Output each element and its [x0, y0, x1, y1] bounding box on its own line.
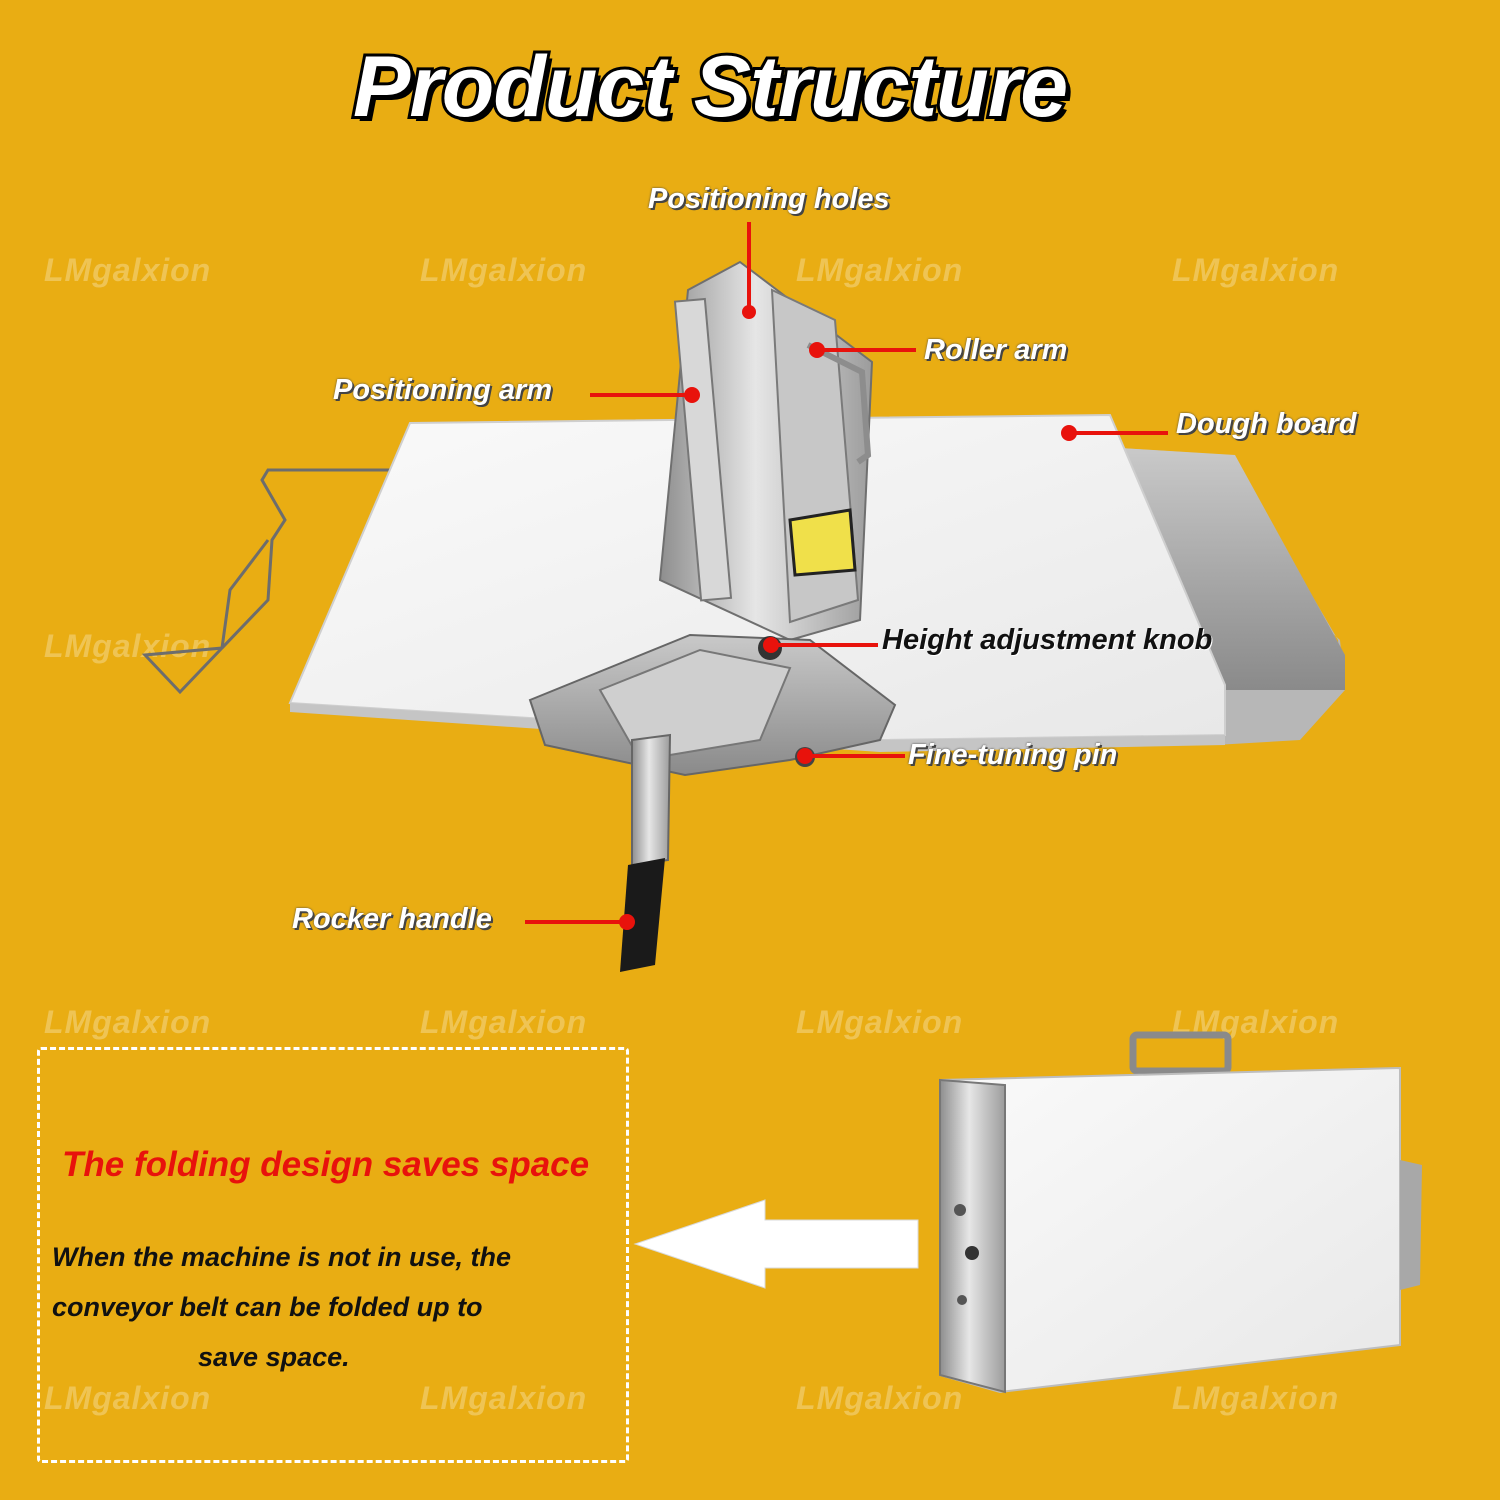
pointer-lines — [525, 222, 1168, 930]
watermark: LMgalxion — [420, 1004, 588, 1040]
watermark: LMgalxion — [420, 252, 588, 288]
watermark: LMgalxion — [44, 1380, 212, 1416]
callout-fine-tuning-pin: Fine-tuning pin — [908, 739, 1118, 771]
watermark: LMgalxion — [796, 1004, 964, 1040]
watermark: LMgalxion — [44, 1004, 212, 1040]
folding-line: conveyor belt can be folded up to — [52, 1292, 483, 1322]
callout-rocker-handle: Rocker handle — [292, 903, 492, 935]
watermark: LMgalxion — [1172, 252, 1340, 288]
callout-roller-arm: Roller arm — [924, 334, 1068, 366]
arrow-icon — [633, 1199, 919, 1289]
roller-assembly — [658, 260, 874, 642]
wire-guide — [141, 468, 395, 695]
folding-headline: The folding design saves space — [62, 1145, 590, 1184]
folding-line: When the machine is not in use, the — [52, 1242, 512, 1272]
watermark: LMgalxion — [420, 1380, 588, 1416]
folding-description: When the machine is not in use, the conv… — [52, 1232, 592, 1382]
callout-positioning-holes: Positioning holes — [648, 183, 890, 215]
rocker-handle — [620, 733, 672, 972]
folding-info-box — [37, 1047, 629, 1463]
watermark: LMgalxion — [44, 252, 212, 288]
folding-line: save space. — [198, 1342, 350, 1372]
callout-height-adjustment-knob: Height adjustment knob — [882, 624, 1213, 656]
callout-positioning-arm: Positioning arm — [333, 374, 553, 406]
right-tray — [1120, 448, 1345, 745]
folded-machine — [939, 1031, 1422, 1394]
callout-dough-board: Dough board — [1176, 408, 1357, 440]
watermark: LMgalxion — [1172, 1380, 1340, 1416]
watermark: LMgalxion — [44, 628, 212, 664]
watermark: LMgalxion — [796, 252, 964, 288]
watermark: LMgalxion — [796, 1380, 964, 1416]
page-title: Product Structure — [350, 36, 1071, 138]
